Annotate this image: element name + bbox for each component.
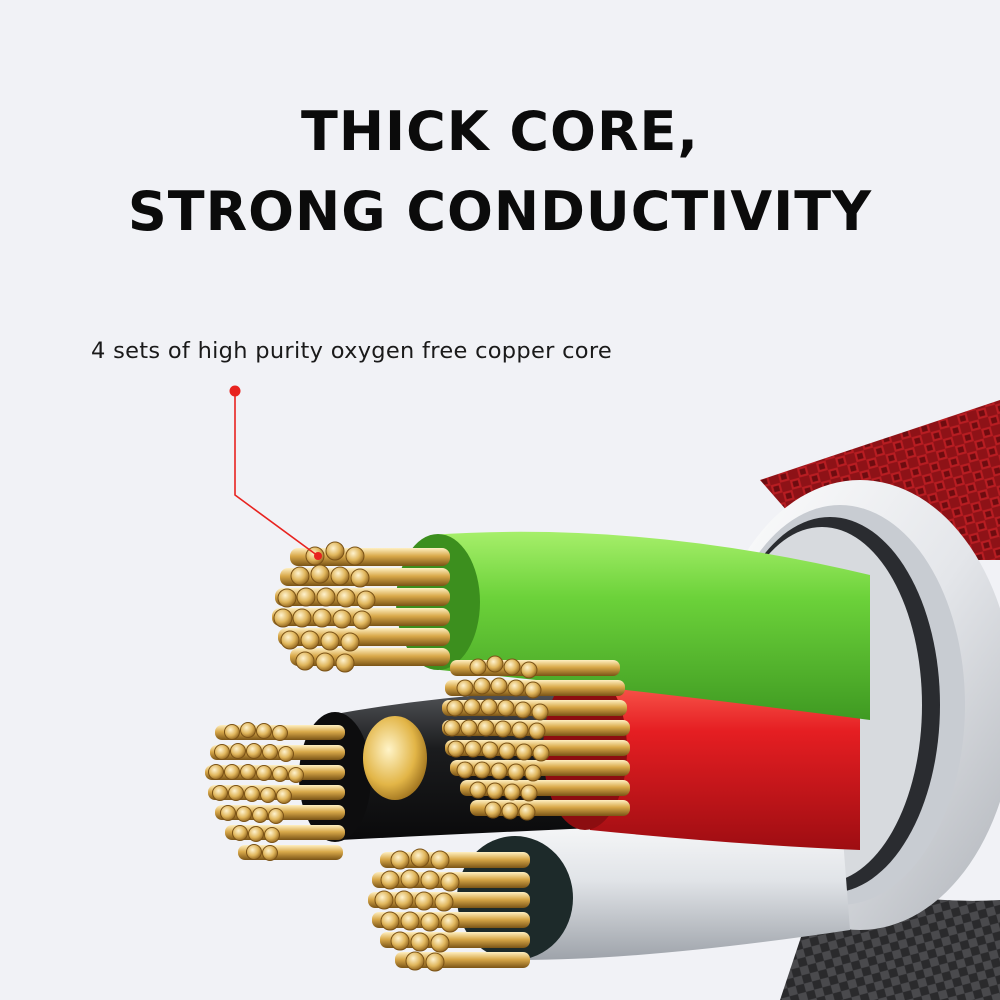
copper-bundle-black [205,716,427,861]
red-wire-insulation [580,667,860,850]
headline: THICK CORE, STRONG CONDUCTIVITY [0,92,1000,252]
copper-bundle-red [442,655,630,821]
copper-bundle-green [272,541,450,673]
headline-line-1: THICK CORE, [301,100,699,163]
copper-bundle-white [368,848,530,972]
callout-label: 4 sets of high purity oxygen free copper… [91,338,613,364]
callout-marker-icon [229,385,322,560]
headline-line-2: STRONG CONDUCTIVITY [127,180,873,243]
